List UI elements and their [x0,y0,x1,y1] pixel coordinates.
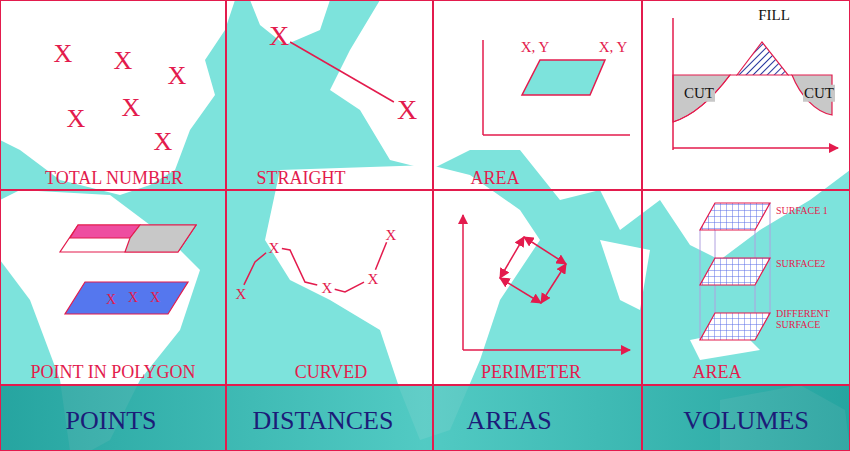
cell-label: CUT [803,85,835,102]
distance-line [244,253,266,285]
point-mark: X [154,128,173,157]
polygon-slabs [60,225,196,314]
method-cell: X X X X X CURVED [226,190,433,385]
method-cell: PERIMETER [433,190,642,385]
cell-label: AREA [471,169,520,189]
point-mark: X [128,290,138,305]
cut-fill-profile [673,18,838,150]
category-band: AREAS [433,385,642,451]
category-band: DISTANCES [226,385,433,451]
method-cell: X, Y X, Y AREA [433,0,642,190]
distance-line [335,282,364,292]
cell-label: DIFFERENT SURFACE [776,308,846,330]
point-mark: X [54,40,73,69]
cell-label: CURVED [295,363,368,383]
distance-line [375,242,386,269]
point-mark: X [67,105,86,134]
category-band: VOLUMES [642,385,850,451]
category-band: POINTS [0,385,226,451]
cell-label: POINT IN POLYGON [31,363,196,383]
point-mark: X [106,292,116,307]
method-cell: FILL CUT CUT [642,0,850,190]
point-mark: X [168,62,187,91]
point-mark: X [322,280,333,297]
cell-label: TOTAL NUMBER [45,169,183,189]
cell-label: AREA [693,363,742,383]
method-cell: XXXPOINT IN POLYGON [0,190,226,385]
point-mark: X [122,94,141,123]
cell-label: POINTS [65,407,156,436]
cell-label: PERIMETER [481,363,581,383]
surface-grids [700,203,770,340]
point-mark: X, Y [599,39,628,56]
point-mark: CUT [683,85,715,102]
point-mark: X [114,47,133,76]
point-mark: X, Y [521,39,550,56]
cell-label: STRAIGHT [257,169,346,189]
cell-label: AREAS [466,407,551,436]
cell-label: SURFACE 1 [776,205,828,216]
point-mark: X [236,286,247,303]
point-mark: X [269,21,289,52]
method-cell: SURFACE 1 SURFACE2DIFFERENT SURFACE AREA [642,190,850,385]
distance-line [282,249,317,285]
point-mark: X [150,290,160,305]
method-cell: X X STRAIGHT [226,0,433,190]
method-cell: XXXXXXTOTAL NUMBER [0,0,226,190]
perimeter-figure [463,215,630,350]
point-mark: X [269,240,280,257]
cell-label: DISTANCES [253,407,394,436]
point-mark: FILL [758,7,790,24]
area-parallelogram [522,60,605,95]
point-mark: X [368,271,379,288]
cell-label: SURFACE2 [776,258,825,269]
cell-label: VOLUMES [683,407,809,436]
point-mark: X [397,95,417,126]
distance-line [290,42,394,102]
point-mark: X [386,227,397,244]
